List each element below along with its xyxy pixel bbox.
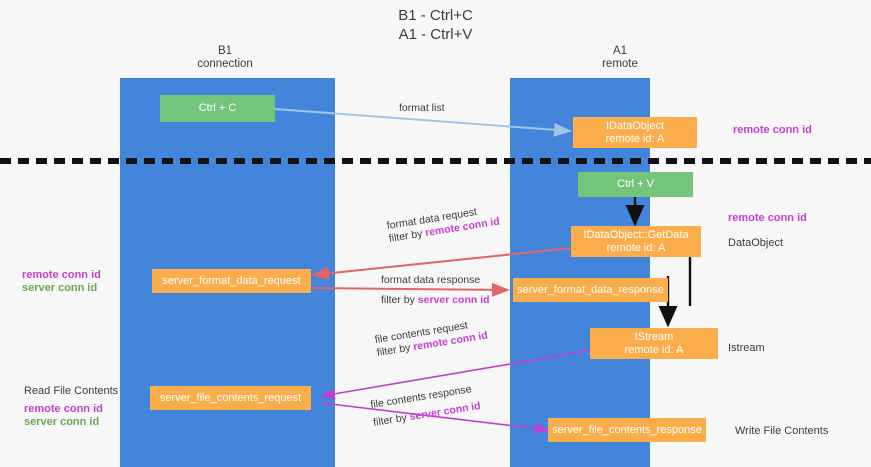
annotation-read-file-contents: Read File Contents: [24, 385, 119, 397]
box-server-file-contents-request[interactable]: server_file_contents_request: [150, 386, 311, 410]
swimlane-a1-role: remote: [602, 58, 638, 70]
annotation-remote-conn-id-mid: remote conn id: [728, 212, 807, 224]
filter-prefix: filter by: [381, 294, 418, 306]
annotation-remote-conn-id-top: remote conn id: [733, 124, 812, 136]
box-ctrl-c-label: Ctrl + C: [198, 102, 237, 114]
swimlane-b1-role: connection: [197, 58, 253, 70]
box-istream-line1: IStream: [634, 330, 674, 343]
annotation-istream: Istream: [728, 342, 765, 354]
box-getdata-line2: remote id: A: [606, 241, 666, 254]
box-server-format-data-request[interactable]: server_format_data_request: [152, 269, 311, 293]
swimlane-a1-heading: A1 remote: [545, 45, 695, 71]
box-idataobject-line2: remote id: A: [605, 132, 665, 145]
box-ctrl-c[interactable]: Ctrl + C: [160, 95, 275, 122]
filter-prefix: filter by: [372, 411, 411, 429]
box-ctrl-v[interactable]: Ctrl + V: [578, 172, 693, 197]
box-istream-line2: remote id: A: [624, 343, 684, 356]
title-line-1: B1 - Ctrl+C: [398, 7, 473, 24]
box-server-file-contents-response[interactable]: server_file_contents_response: [548, 418, 706, 442]
swimlane-b1-name: B1: [217, 45, 233, 57]
annotation-write-file-contents: Write File Contents: [735, 425, 829, 437]
title-line-2: A1 - Ctrl+V: [398, 26, 473, 43]
annotation-left-remote-conn-id-mid: remote conn id: [22, 269, 101, 281]
annotation-left-server-conn-id-bot: server conn id: [24, 416, 100, 428]
box-server-file-contents-response-label: server_file_contents_response: [552, 423, 702, 436]
box-idataobject[interactable]: IDataObject remote id: A: [573, 117, 697, 148]
annotation-dataobject: DataObject: [728, 237, 784, 249]
edge-label-format-data-response: format data response filter by server co…: [381, 274, 490, 307]
box-server-format-data-request-label: server_format_data_request: [162, 274, 301, 287]
edge-label-file-contents-response: file contents response filter by server …: [370, 382, 482, 430]
edge-label-format-data-response-main: format data response: [381, 274, 481, 286]
edge-label-format-data-request: format data request filter by remote con…: [386, 203, 501, 246]
box-server-format-data-response-label: server_format_data_response: [517, 283, 664, 296]
swimlane-a1-name: A1: [612, 45, 628, 57]
edge-label-format-list: format list: [399, 102, 445, 115]
edge-label-file-contents-request: file contents request filter by remote c…: [374, 317, 489, 360]
edge-label-format-data-response-filter: filter by server conn id: [381, 294, 490, 307]
annotation-left-remote-conn-id-bot: remote conn id: [24, 403, 103, 415]
box-getdata-line1: IDataObject::GetData: [583, 228, 689, 241]
filter-key-server-conn-id: server conn id: [417, 294, 490, 306]
box-server-file-contents-request-label: server_file_contents_request: [159, 391, 302, 404]
swimlane-b1-heading: B1 connection: [150, 45, 300, 71]
box-istream[interactable]: IStream remote id: A: [590, 328, 718, 359]
box-ctrl-v-label: Ctrl + V: [617, 178, 654, 190]
box-server-format-data-response[interactable]: server_format_data_response: [513, 278, 668, 302]
edge-label-format-list-main: format list: [399, 102, 445, 114]
diagram-title: B1 - Ctrl+C A1 - Ctrl+V: [0, 6, 871, 44]
box-idataobject-line1: IDataObject: [605, 119, 665, 132]
annotation-left-server-conn-id-mid: server conn id: [22, 282, 98, 294]
box-idataobject-getdata[interactable]: IDataObject::GetData remote id: A: [571, 226, 701, 257]
